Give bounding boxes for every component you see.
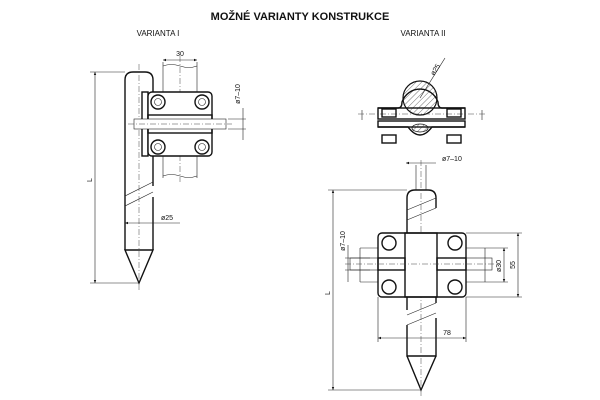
variant-1-label: VARIANTA I: [137, 29, 180, 38]
clamp-1: [128, 91, 232, 157]
dim-wire-diameter: ø7–10: [235, 84, 242, 104]
dim-pipe-diameter: ø30: [496, 260, 503, 272]
clamp-2: [345, 232, 495, 298]
bolt-icon: [447, 279, 463, 295]
bolt-icon: [381, 235, 397, 251]
variant-2: VARIANTA II ø25: [325, 29, 522, 396]
bolt-icon: [150, 139, 166, 155]
dim-wire-top: ø7–10: [442, 156, 462, 163]
dim-width-30: 30: [176, 51, 184, 58]
variant-1: VARIANTA I 30: [87, 29, 246, 290]
dim-length-L-2: L: [325, 291, 332, 295]
variant-2-label: VARIANTA II: [400, 29, 445, 38]
dim-height-55: 55: [510, 261, 517, 269]
drawing-title: MOŽNÉ VARIANTY KONSTRUKCE: [211, 10, 390, 23]
ground-rod: [123, 64, 155, 290]
bolt-icon: [194, 139, 210, 155]
dim-rod-diameter: ø25: [161, 215, 173, 222]
bolt-icon: [447, 235, 463, 251]
dimensions-1: 30 ø7–10 L ø25: [87, 51, 246, 284]
bolt-icon: [194, 94, 210, 110]
dim-length-L: L: [87, 178, 94, 182]
dim-width-78: 78: [443, 330, 451, 337]
bolt-icon: [150, 94, 166, 110]
dimensions-2: ø7–10 ø7–10 ø30 55 78 L: [325, 156, 522, 391]
clamp-2-top-view: ø25: [358, 57, 486, 144]
dim-wire-side: ø7–10: [340, 231, 347, 251]
bolt-icon: [381, 279, 397, 295]
